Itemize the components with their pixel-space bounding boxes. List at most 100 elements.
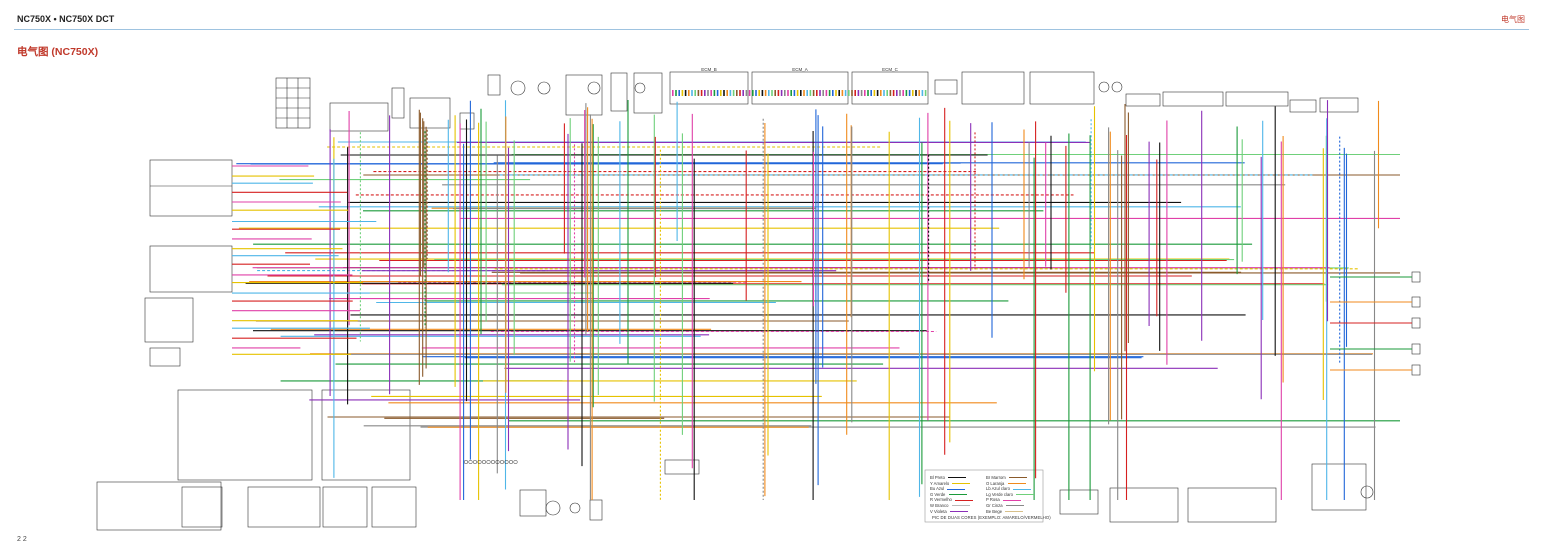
- terminal-dot: [513, 459, 518, 465]
- ecu-pin: [720, 90, 722, 96]
- ecu-pin: [899, 90, 901, 96]
- ecu-pin: [752, 90, 754, 96]
- legend-code: Be: [986, 508, 993, 514]
- ecu-pin: [905, 90, 908, 96]
- terminal-dot: [472, 459, 478, 465]
- battery-box: [519, 489, 547, 517]
- combination-table: [96, 481, 222, 531]
- ecu-pin: [908, 90, 911, 96]
- legend-color-name: Azul: [936, 486, 946, 492]
- ecu-pin: [873, 90, 876, 96]
- legend-entry: V Violeta: [930, 509, 968, 514]
- ecu-pin: [800, 90, 802, 96]
- connector-box: [329, 102, 389, 132]
- section-name: 电气图: [1501, 15, 1525, 24]
- ecu-pin: [889, 90, 892, 96]
- ecu-pin: [768, 90, 770, 96]
- legend-entry: Be Bege: [986, 508, 1024, 514]
- ecu-pin: [886, 90, 888, 96]
- ecu-pin: [700, 90, 703, 96]
- right-connector: [1411, 271, 1421, 283]
- ecu-pin: [672, 90, 674, 96]
- right-connector: [1411, 364, 1421, 376]
- legend-swatch: [1005, 510, 1024, 512]
- module-box: [961, 71, 1025, 105]
- legend-code: Y: [930, 480, 934, 486]
- legend-entry: G Verde: [930, 492, 967, 497]
- page-number: 2 2: [17, 536, 27, 543]
- ecu-pin: [688, 90, 690, 96]
- legend-color-name: Amarelo: [933, 480, 951, 486]
- ecu-pin: [809, 90, 812, 96]
- control-block: [177, 389, 313, 481]
- ecu-pin: [716, 90, 719, 96]
- legend-swatch: [948, 494, 967, 496]
- handlebar-switch-box: [144, 297, 194, 343]
- ecu-pin: [892, 90, 895, 96]
- ecu-pin: [713, 90, 716, 96]
- ecu-pin: [694, 90, 696, 96]
- legend-box: [924, 469, 1044, 523]
- fan-motor-circle: [1360, 485, 1374, 499]
- legend-swatch: [948, 477, 967, 479]
- terminal-dot: [481, 459, 487, 465]
- legend-code: G: [930, 491, 935, 497]
- ecu-pin: [880, 90, 882, 96]
- ecu-pin: [707, 90, 709, 96]
- ecu-pin: [774, 90, 776, 96]
- ecu-pin: [723, 90, 725, 96]
- combination-table: [247, 486, 321, 528]
- connector-box: [589, 499, 603, 521]
- ecu-pin: [777, 90, 780, 96]
- terminal-dot: [468, 459, 473, 465]
- ecu-pin: [771, 90, 773, 96]
- ecu-pin: [854, 90, 856, 96]
- terminal-dot: [508, 459, 514, 465]
- ecu-pin: [867, 90, 869, 96]
- ecu-pin: [739, 90, 741, 96]
- component-boxes: [96, 71, 1421, 531]
- legend-color-name: Cinza: [991, 503, 1004, 508]
- ecu-pin: [736, 90, 738, 96]
- legend-swatch: [947, 488, 966, 490]
- connector-box: [1289, 99, 1317, 113]
- sensor-box: [487, 74, 501, 96]
- ecu-pin: [915, 90, 917, 96]
- legend-swatch: [1016, 494, 1035, 496]
- combination-table: [181, 486, 223, 528]
- legend-color-name: Rosa: [989, 497, 1001, 503]
- horn-circle: [545, 500, 561, 516]
- connector-box: [391, 87, 405, 119]
- legend-entry: P Rosa: [986, 497, 1021, 502]
- ecu-pin: [918, 90, 920, 96]
- ecu-pin: [851, 90, 853, 96]
- sensor-box: [610, 72, 628, 112]
- legend-code: Lg: [986, 491, 992, 497]
- terminal-dot: [486, 459, 491, 465]
- connector-box: [1319, 97, 1359, 113]
- legend-swatch: [1007, 482, 1026, 484]
- ecu-pin: [793, 90, 796, 96]
- legend-color-name: Verde claro: [991, 491, 1015, 497]
- legend-code: P: [986, 497, 990, 503]
- ecu-label-a: ECM_A: [792, 67, 808, 72]
- switch-table-box: [275, 77, 311, 129]
- legend-entry: Bu Azul: [930, 486, 966, 492]
- legend-color-name: Marrom: [991, 475, 1007, 480]
- legend-entry: Br Marrom: [986, 475, 1027, 480]
- module-box: [1029, 71, 1095, 105]
- connector-box: [1125, 93, 1161, 107]
- wire-harness: [232, 100, 1412, 500]
- ecu-pin: [822, 90, 824, 96]
- legend-color-name: Preto: [934, 475, 947, 480]
- legend-code: Gr: [986, 503, 992, 508]
- legend-code: Bu: [930, 486, 937, 492]
- ecu-block-c: [851, 71, 929, 105]
- right-connector: [1411, 317, 1421, 329]
- terminal-dot: [495, 459, 500, 465]
- ecu-pin: [755, 90, 757, 96]
- ecu-pin: [844, 90, 847, 96]
- connector-box: [149, 347, 181, 367]
- legend-swatch: [952, 482, 971, 484]
